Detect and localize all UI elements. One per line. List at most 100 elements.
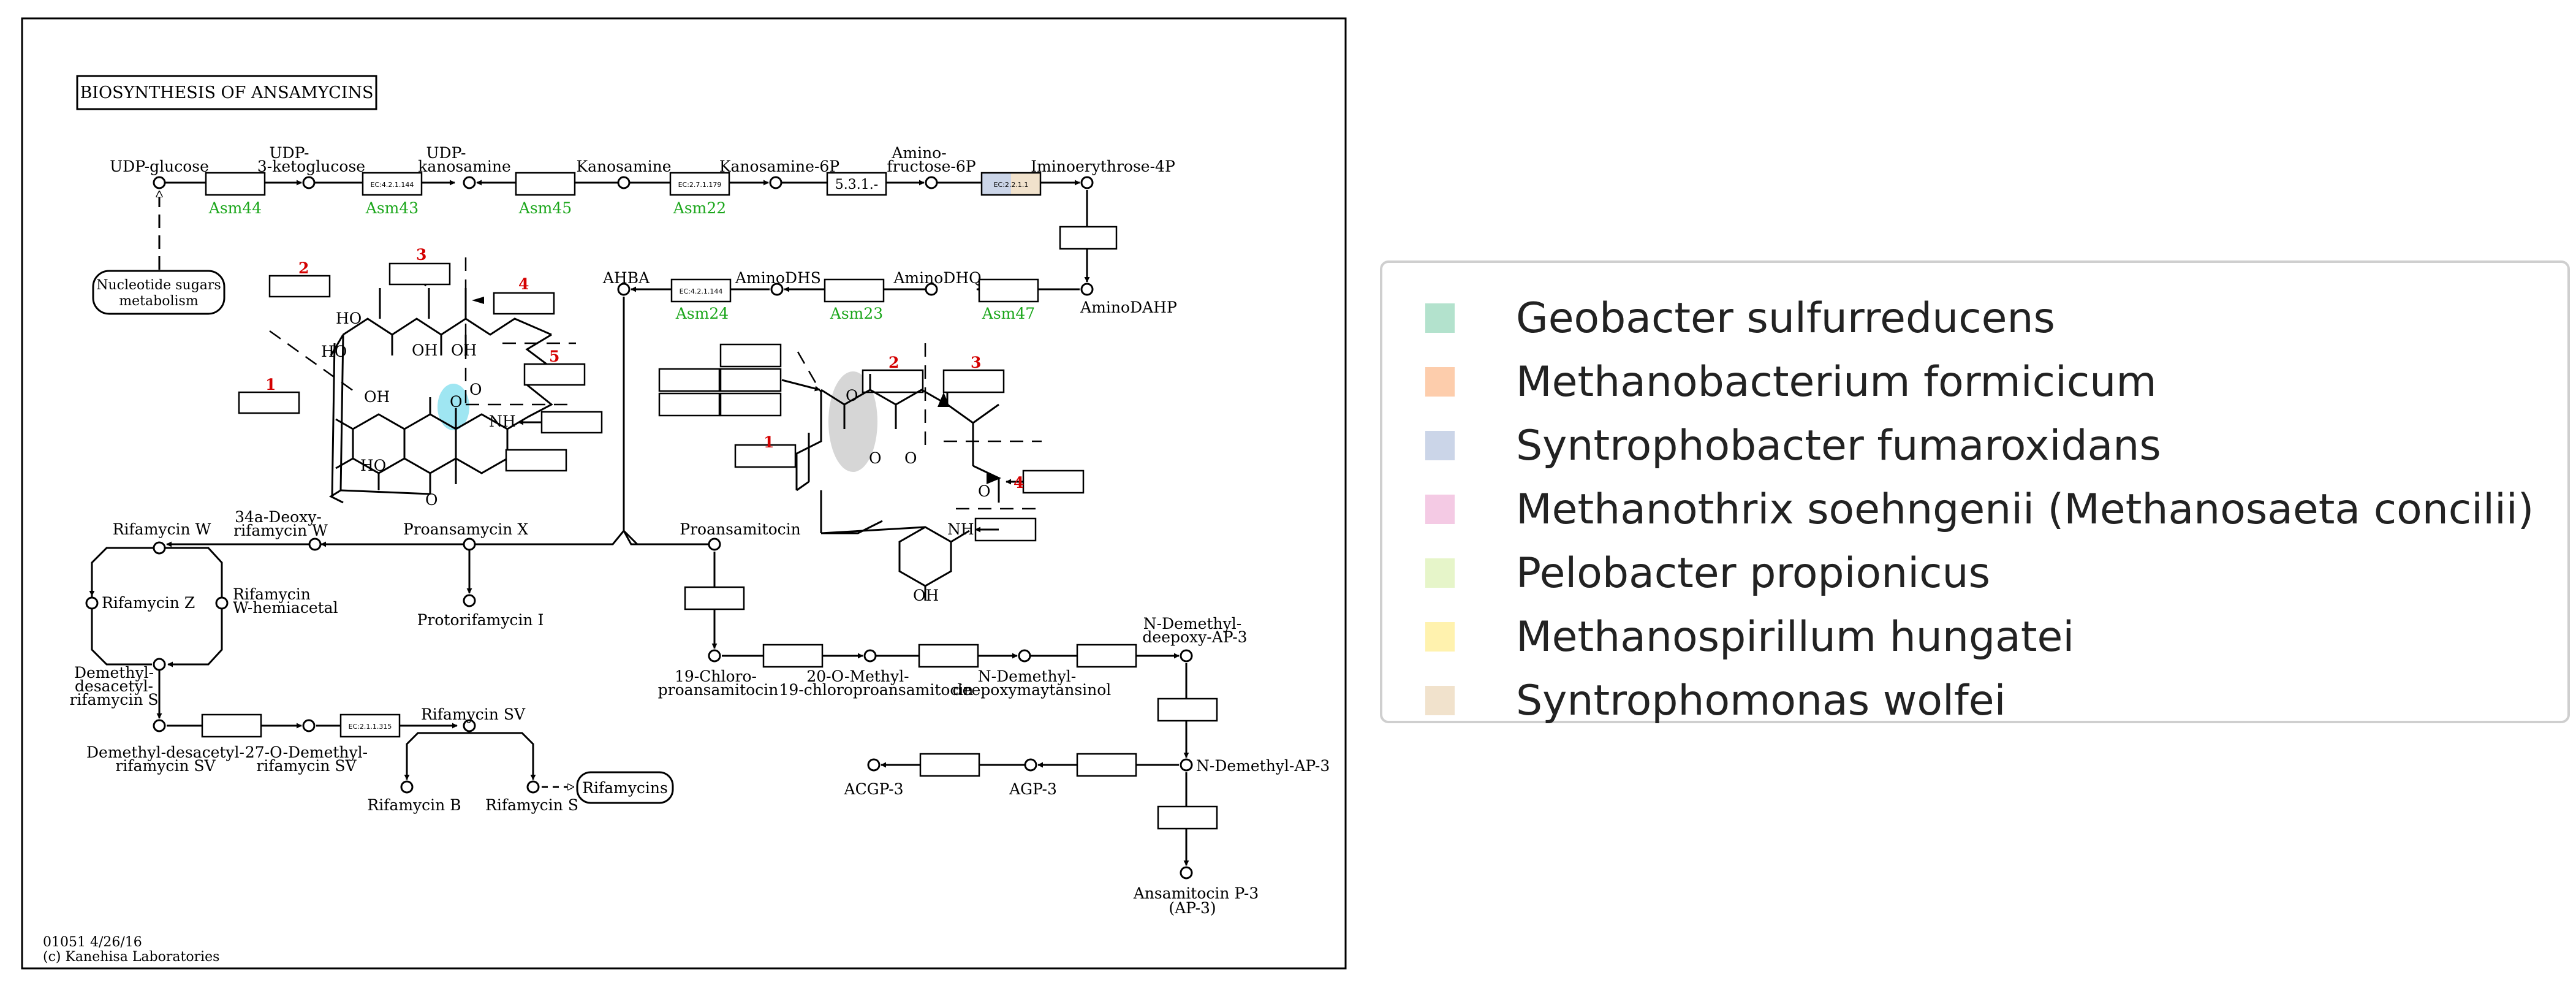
compound-n-demethyl-deepoxy-ap-3[interactable]	[1180, 649, 1193, 663]
legend: Geobacter sulfurreducens Methanobacteriu…	[1380, 260, 2570, 725]
compound-rifamycin-z[interactable]	[85, 596, 99, 610]
enzyme-box-load-4[interactable]	[658, 392, 721, 417]
compound-kanosamine[interactable]	[617, 176, 631, 189]
enzyme-box-pks-4[interactable]	[493, 292, 555, 315]
enzyme-box-load-5[interactable]	[719, 392, 782, 417]
enzyme-box-acyl[interactable]	[1076, 644, 1137, 668]
enzyme-box-asm44[interactable]	[205, 172, 266, 196]
compound-19-chloroproansamitocin[interactable]	[708, 649, 721, 663]
enzyme-box-asm47[interactable]	[978, 278, 1039, 303]
compound-proansamitocin[interactable]	[708, 538, 721, 551]
enzyme-box-rif-dehydro[interactable]	[201, 713, 262, 738]
gene-asm45: Asm45	[518, 199, 572, 217]
enzyme-box-asm-3[interactable]	[942, 369, 1005, 393]
compound-protorifamycin-i[interactable]	[463, 594, 476, 607]
compound-acgp-3[interactable]	[867, 758, 881, 772]
enzyme-box-pks-3[interactable]	[388, 262, 451, 286]
enzyme-box-o-methyl[interactable]	[762, 644, 824, 668]
label-rifamycin-w: Rifamycin W	[113, 520, 211, 538]
compound-kanosamine-6p[interactable]	[769, 176, 782, 189]
rifamycin-labels: Rifamycin W 34a-Deoxy- rifamycin W Proan…	[69, 508, 667, 814]
compound-20-o-methyl-19-chloroproansamitocin[interactable]	[863, 649, 877, 663]
label-kanosamine: Kanosamine	[576, 158, 671, 175]
enzyme-box-asm43[interactable]	[362, 172, 423, 196]
label-chloro-2: proansamitocin	[658, 681, 779, 699]
title-box	[76, 75, 377, 110]
enzyme-box-halogenase[interactable]	[684, 586, 745, 610]
enzyme-box-pks-5[interactable]	[523, 363, 586, 386]
enzyme-box-asm24[interactable]	[670, 278, 732, 303]
struct-o-1: O	[450, 393, 463, 411]
compound-udp-3-ketoglucose[interactable]	[302, 176, 316, 189]
compound-n-demethyl-deepoxymaytansinol[interactable]	[1018, 649, 1031, 663]
map-link-nucleotide-sugars[interactable]	[92, 270, 225, 315]
footer-copyright: (c) Kanehisa Laboratories	[43, 949, 219, 965]
enzyme-box-asm23[interactable]	[824, 278, 885, 303]
label-rifamycin-b: Rifamycin B	[367, 796, 461, 814]
enzyme-box-pks-1[interactable]	[238, 391, 300, 414]
compound-aminodhs[interactable]	[770, 283, 784, 296]
legend-swatch	[1425, 431, 1455, 460]
struct-o-7: O	[978, 482, 991, 500]
top-row-compound-nodes	[153, 176, 1094, 296]
compound-agp-3[interactable]	[1024, 758, 1037, 772]
highlight-gray	[828, 371, 877, 472]
compound-proansamycin-x[interactable]	[463, 538, 476, 551]
enzyme-box-asm-1[interactable]	[734, 444, 797, 468]
enzyme-box-epox[interactable]	[918, 644, 979, 668]
enzyme-box-n-methyl[interactable]	[1157, 805, 1218, 830]
enzyme-box-agp[interactable]	[1076, 753, 1137, 777]
top-row-enzymes: EC:4.2.1.144 EC:2.7.1.179 5.3.1.- EC:2.2…	[205, 172, 1118, 303]
legend-swatch	[1425, 367, 1455, 397]
compound-34a-deoxy-rifamycin-w[interactable]	[308, 538, 322, 551]
enzyme-box-load-1[interactable]	[719, 343, 782, 368]
struct-nh-1: NH	[489, 412, 516, 430]
label-proansamitocin: Proansamitocin	[680, 520, 800, 538]
enzyme-box-rif-2-1-1-315[interactable]	[339, 713, 401, 738]
enzyme-box-5-3-1[interactable]	[826, 172, 887, 196]
compound-aminodhq[interactable]	[925, 283, 938, 296]
label-amino-fructose-1: Amino-	[891, 144, 946, 162]
enzyme-box-asm22[interactable]	[669, 172, 730, 196]
enzyme-box-load-2[interactable]	[658, 368, 721, 392]
enzyme-box-pks-2[interactable]	[268, 275, 331, 298]
gene-asm43: Asm43	[365, 199, 419, 217]
enzyme-ec-5-3-1: 5.3.1.-	[835, 177, 878, 192]
enzyme-box-2-2-1-1[interactable]	[980, 172, 1042, 196]
compound-aminodahp[interactable]	[1080, 283, 1094, 296]
label-hemiacetal-2: W-hemiacetal	[233, 599, 338, 617]
label-ansamitocin-2: (AP-3)	[1169, 899, 1216, 917]
compound-rifamycin-w-hemiacetal[interactable]	[215, 596, 229, 610]
compound-iminoerythrose-4p[interactable]	[1080, 176, 1094, 189]
compound-ahba[interactable]	[617, 283, 631, 296]
enzyme-box-rif-cyc[interactable]	[505, 449, 567, 472]
compound-demethyl-desacetyl-rifamycin-sv[interactable]	[153, 719, 166, 732]
compound-udp-kanosamine[interactable]	[463, 176, 476, 189]
compound-n-demethyl-ap-3[interactable]	[1180, 758, 1193, 772]
enzyme-box-aminodahp[interactable]	[1059, 226, 1118, 250]
label-omethyl-2: 19-chloroproansamitocin	[779, 681, 973, 699]
compound-27-o-demethyl-rifamycin-sv[interactable]	[302, 719, 316, 732]
struct-ho-1: HO	[336, 310, 362, 327]
enzyme-box-epoxidase[interactable]	[1157, 697, 1218, 722]
legend-label: Syntrophobacter fumaroxidans	[1516, 421, 2161, 470]
map-link-rifamycins[interactable]	[576, 771, 674, 804]
struct-ho-2: HO	[321, 343, 347, 360]
struct-o-3: O	[469, 381, 482, 398]
compound-rifamycin-sv[interactable]	[463, 719, 476, 732]
enzyme-box-load-3[interactable]	[719, 368, 782, 392]
compound-ansamitocin-p-3[interactable]	[1180, 866, 1193, 880]
enzyme-box-asm-4[interactable]	[1022, 469, 1085, 494]
compound-rifamycin-b[interactable]	[400, 780, 414, 794]
label-agp3: AGP-3	[1009, 780, 1057, 798]
enzyme-box-acgp[interactable]	[919, 753, 980, 777]
enzyme-box-asm45[interactable]	[515, 172, 576, 196]
compound-amino-fructose-6p[interactable]	[925, 176, 938, 189]
legend-item: Syntrophobacter fumaroxidans	[1425, 415, 2161, 476]
compound-demethyl-desacetyl-rifamycin-s[interactable]	[153, 658, 166, 671]
enzyme-box-asm-2[interactable]	[862, 369, 924, 393]
compound-rifamycin-w[interactable]	[153, 541, 166, 555]
compound-rifamycin-s[interactable]	[526, 780, 540, 794]
compound-udp-glucose[interactable]	[153, 176, 166, 189]
enzyme-box-rif-amide[interactable]	[540, 411, 603, 434]
